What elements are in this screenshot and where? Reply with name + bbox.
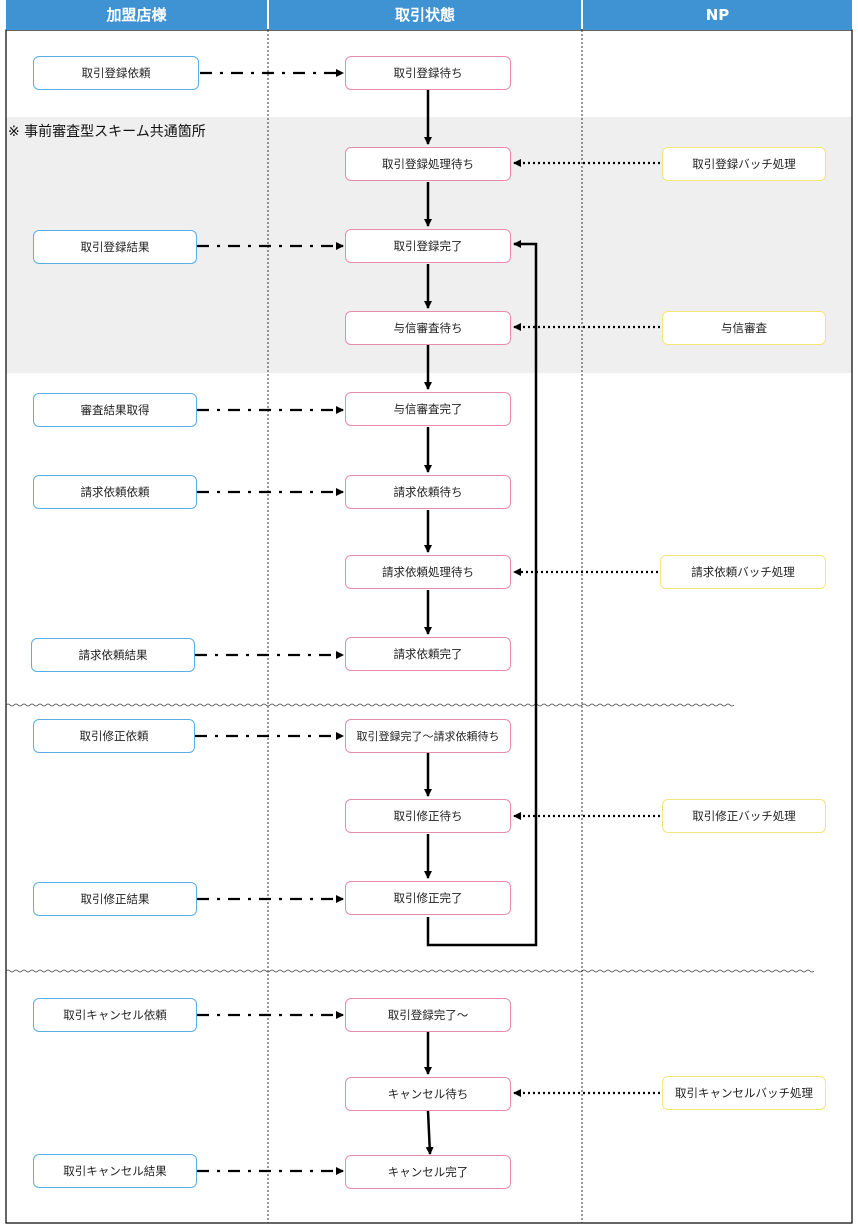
header-np: NP (583, 0, 852, 30)
merchant-review-get: 審査結果取得 (33, 393, 197, 427)
diagram-frame (5, 29, 853, 1224)
status-cancel-range: 取引登録完了〜 (345, 998, 511, 1032)
np-reg-batch: 取引登録バッチ処理 (662, 147, 826, 181)
common-scheme-note: ※ 事前審査型スキーム共通箇所 (8, 124, 206, 140)
flow-arrows (424, 90, 434, 1155)
merchant-cancel-result: 取引キャンセル結果 (33, 1154, 197, 1188)
merchant-billing-result: 請求依頼結果 (31, 638, 195, 672)
merchant-mod-request: 取引修正依頼 (33, 719, 195, 753)
loopback-arrow (426, 240, 538, 947)
merchant-mod-result: 取引修正結果 (33, 882, 197, 916)
flow-arrow (425, 1110, 434, 1155)
np-billing-batch: 請求依頼バッチ処理 (660, 555, 826, 589)
status-mod-done: 取引修正完了 (345, 881, 511, 915)
header-status: 取引状態 (269, 0, 581, 30)
merchant-reg-result: 取引登録結果 (33, 230, 197, 264)
status-billing-done: 請求依頼完了 (345, 637, 511, 671)
status-mod-range: 取引登録完了〜請求依頼待ち (345, 719, 511, 753)
section-divider-1 (5, 703, 735, 707)
status-reg-wait: 取引登録待ち (345, 56, 511, 90)
status-cancel-wait: キャンセル待ち (345, 1077, 511, 1111)
merchant-reg-request: 取引登録依頼 (33, 56, 199, 90)
status-cancel-done: キャンセル完了 (345, 1155, 511, 1189)
status-credit-wait: 与信審査待ち (345, 311, 511, 345)
np-cancel-batch: 取引キャンセルバッチ処理 (662, 1076, 826, 1110)
status-mod-wait: 取引修正待ち (345, 799, 511, 833)
np-mod-batch: 取引修正バッチ処理 (662, 799, 826, 833)
merchant-billing-request: 請求依頼依頼 (33, 475, 197, 509)
status-billing-wait: 請求依頼待ち (345, 475, 511, 509)
np-arrows (513, 159, 660, 1097)
np-credit-review: 与信審査 (662, 311, 826, 345)
status-reg-done: 取引登録完了 (345, 229, 511, 263)
section-divider-2 (5, 969, 815, 973)
merchant-arrows (195, 69, 344, 1175)
merchant-cancel-request: 取引キャンセル依頼 (33, 998, 197, 1032)
header-merchant: 加盟店様 (6, 0, 267, 30)
status-reg-proc-wait: 取引登録処理待ち (345, 147, 511, 181)
status-billing-proc-wait: 請求依頼処理待ち (345, 555, 511, 589)
status-credit-done: 与信審査完了 (345, 392, 511, 426)
